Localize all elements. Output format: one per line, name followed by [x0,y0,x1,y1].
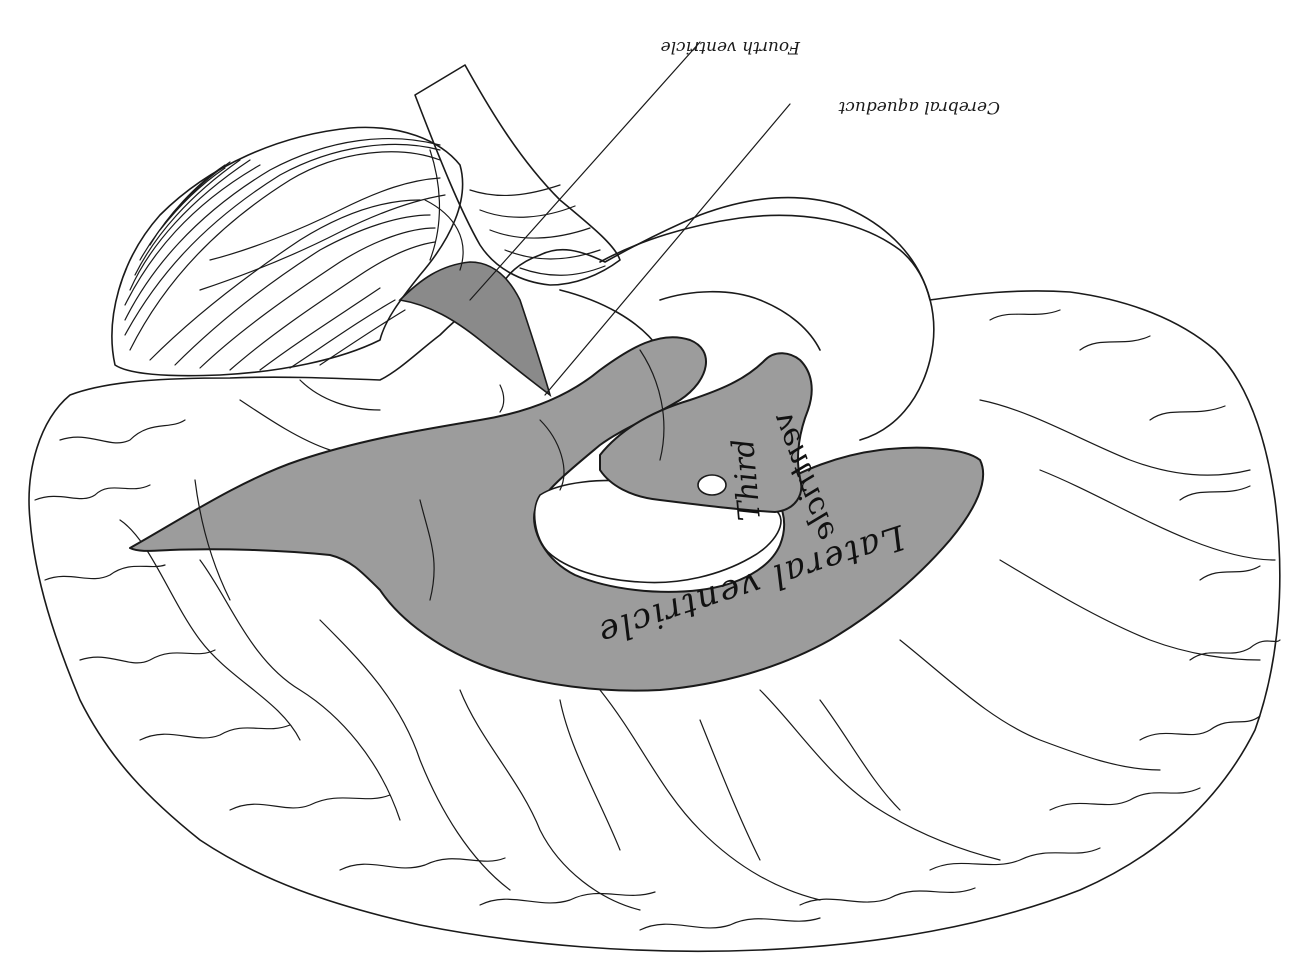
cerebellum [112,127,463,375]
lateral-ventricle-shape [130,337,983,690]
label-fourth-ventricle: Fourth ventricle [661,37,801,57]
label-third-ventricle-line1: Third [726,437,768,522]
leader-fourth-ventricle [470,42,700,300]
label-cerebral-aqueduct: Cerebral aqueduct [838,97,1000,117]
